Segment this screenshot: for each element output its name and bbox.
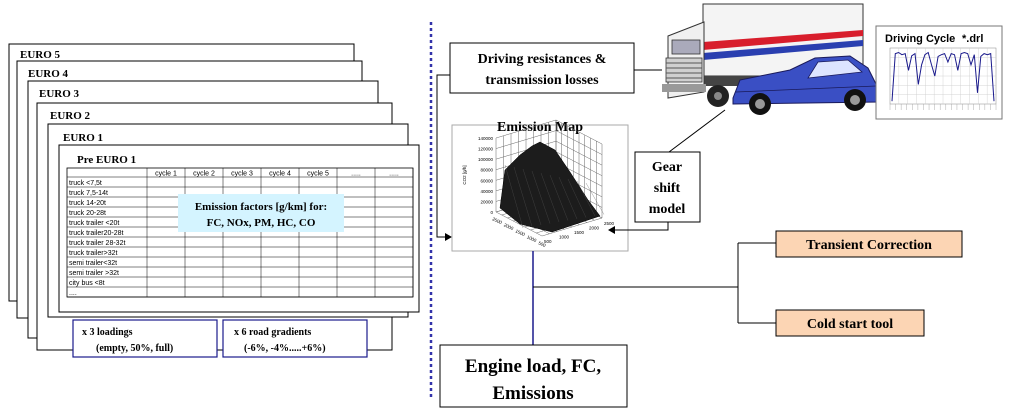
map-z-tick: 0 xyxy=(490,210,493,215)
driving-cycle-panel: Driving Cycle *.drl xyxy=(875,25,1003,120)
sheet-euro5-label: EURO 5 xyxy=(20,49,61,61)
sheet-euro3-label: EURO 3 xyxy=(39,88,80,100)
connector-arrowhead-2 xyxy=(608,226,615,234)
map-x-tick: 1000 xyxy=(526,234,538,243)
map-surface-mesh xyxy=(549,174,569,221)
transient-correction-label: Transient Correction xyxy=(806,238,932,253)
loadings-box: x 3 loadings (empty, 50%, full) xyxy=(72,319,218,358)
map-surface-mesh xyxy=(531,170,551,224)
table-row-label: truck <7,5t xyxy=(69,180,102,187)
table-row-label: truck 7,5-14t xyxy=(69,190,108,197)
table-row-label: truck trailer 28-32t xyxy=(69,240,125,247)
map-y-tick: 1000 xyxy=(559,235,570,240)
map-z-tick: 40000 xyxy=(480,189,493,194)
table-column-header: cycle 4 xyxy=(269,171,291,178)
map-y-tick: 2000 xyxy=(589,226,600,231)
table-column-header: cycle 2 xyxy=(193,171,215,178)
gear-shift-box: Gear shift model xyxy=(634,151,701,223)
map-z-tick: 80000 xyxy=(480,168,493,173)
gradients-line2: (-6%, -4%.....+6%) xyxy=(244,343,326,354)
table-row-label: truck 14-20t xyxy=(69,200,106,207)
gradients-line1: x 6 road gradients xyxy=(234,327,311,338)
emission-factors-line2: FC, NOx, PM, HC, CO xyxy=(207,217,316,229)
emission-factors-box: Emission factors [g/km] for: FC, NOx, PM… xyxy=(178,194,344,232)
engine-load-line2: Emissions xyxy=(492,383,573,404)
sheet-euro4-label: EURO 4 xyxy=(28,68,69,80)
map-z-tick: 140000 xyxy=(478,136,494,141)
driving-resistances-line1: Driving resistances & xyxy=(478,52,607,67)
gear-shift-line1: Gear xyxy=(652,160,682,175)
emission-factor-table: cycle 1 cycle 2 cycle 3 cycle 4 cycle 5.....… xyxy=(66,167,414,298)
loadings-line1: x 3 loadings xyxy=(82,327,133,338)
map-x-tick: 1500 xyxy=(515,228,527,237)
map-surface-mesh xyxy=(558,176,578,220)
map-y-tick: 1500 xyxy=(574,230,585,235)
sheet-euro2-label: EURO 2 xyxy=(50,110,91,122)
table-column-header: cycle 3 xyxy=(231,171,253,178)
map-z-tick: 100000 xyxy=(478,157,494,162)
table-row-label: truck trailer>32t xyxy=(69,250,117,257)
map-surface-mesh xyxy=(585,182,605,215)
cold-start-label: Cold start tool xyxy=(807,317,893,332)
map-x-tick: 500 xyxy=(538,240,547,248)
table-row-label: truck 20-28t xyxy=(69,210,106,217)
table-row-label: truck trailer <20t xyxy=(69,220,119,227)
table-row-label: truck trailer20-28t xyxy=(69,230,124,237)
table-row-label: semi trailer >32t xyxy=(69,270,119,277)
gradients-box: x 6 road gradients (-6%, -4%.....+6%) xyxy=(222,319,368,358)
sheet-pre-euro1-label: Pre EURO 1 xyxy=(77,154,136,166)
table-column-header: ..... xyxy=(389,171,399,178)
driving-cycle-ext: *.drl xyxy=(962,33,983,45)
gear-shift-line3: model xyxy=(649,202,686,217)
map-surface-mesh xyxy=(513,166,533,227)
table-column-header: cycle 1 xyxy=(155,171,177,178)
connector-vehicle-to-gearshift xyxy=(668,109,726,153)
driving-cycle-title: Driving Cycle xyxy=(885,33,955,45)
map-z-tick: 60000 xyxy=(480,178,493,183)
table-row-label: .... xyxy=(69,290,77,297)
map-floor-grid xyxy=(541,217,603,237)
emission-map-3d-plot: 140000 120000 100000 80000 60000 40000 20000 0 C… xyxy=(462,119,615,248)
emission-map-panel: Emission Map 140000120000100000800006000… xyxy=(451,119,629,252)
transient-correction-box: Transient Correction xyxy=(775,230,963,258)
map-z-tick: 120000 xyxy=(478,147,494,152)
engine-load-line1: Engine load, FC, xyxy=(465,356,601,377)
map-surface-mesh xyxy=(540,172,560,223)
connector-resistances-to-map xyxy=(436,74,451,238)
map-surface-mesh xyxy=(567,178,587,218)
map-x-tick: 2500 xyxy=(492,216,504,225)
engine-load-box: Engine load, FC, Emissions xyxy=(439,344,628,408)
truck-icon xyxy=(662,3,864,107)
map-y-tick: 500 xyxy=(544,239,552,244)
driving-resistances-box: Driving resistances & transmission losse… xyxy=(449,42,635,94)
loadings-line2: (empty, 50%, full) xyxy=(96,343,173,354)
dc-speed-line xyxy=(891,51,995,102)
map-surface xyxy=(499,141,601,233)
driving-cycle-plot xyxy=(889,47,997,110)
table-column-header: cycle 5 xyxy=(307,171,329,178)
gear-shift-line2: shift xyxy=(654,181,681,196)
map-surface-mesh xyxy=(504,164,524,229)
table-row-label: semi trailer<32t xyxy=(69,260,117,267)
map-z-tick: 20000 xyxy=(480,199,493,204)
map-z-label: CO2 [g/h] xyxy=(462,165,467,184)
car-icon xyxy=(732,55,879,115)
sheet-euro1-label: EURO 1 xyxy=(63,132,103,144)
map-x-tick: 2000 xyxy=(503,222,515,231)
table-row-label: city bus <8t xyxy=(69,280,105,287)
emission-factors-line1: Emission factors [g/km] for: xyxy=(195,201,327,213)
map-y-tick: 2500 xyxy=(604,221,615,226)
cold-start-box: Cold start tool xyxy=(775,309,925,337)
connector-arrowhead xyxy=(445,233,452,241)
map-surface-mesh xyxy=(576,180,596,217)
table-column-header: ..... xyxy=(351,171,361,178)
driving-resistances-line2: transmission losses xyxy=(485,73,599,88)
map-surface-mesh xyxy=(522,168,542,226)
